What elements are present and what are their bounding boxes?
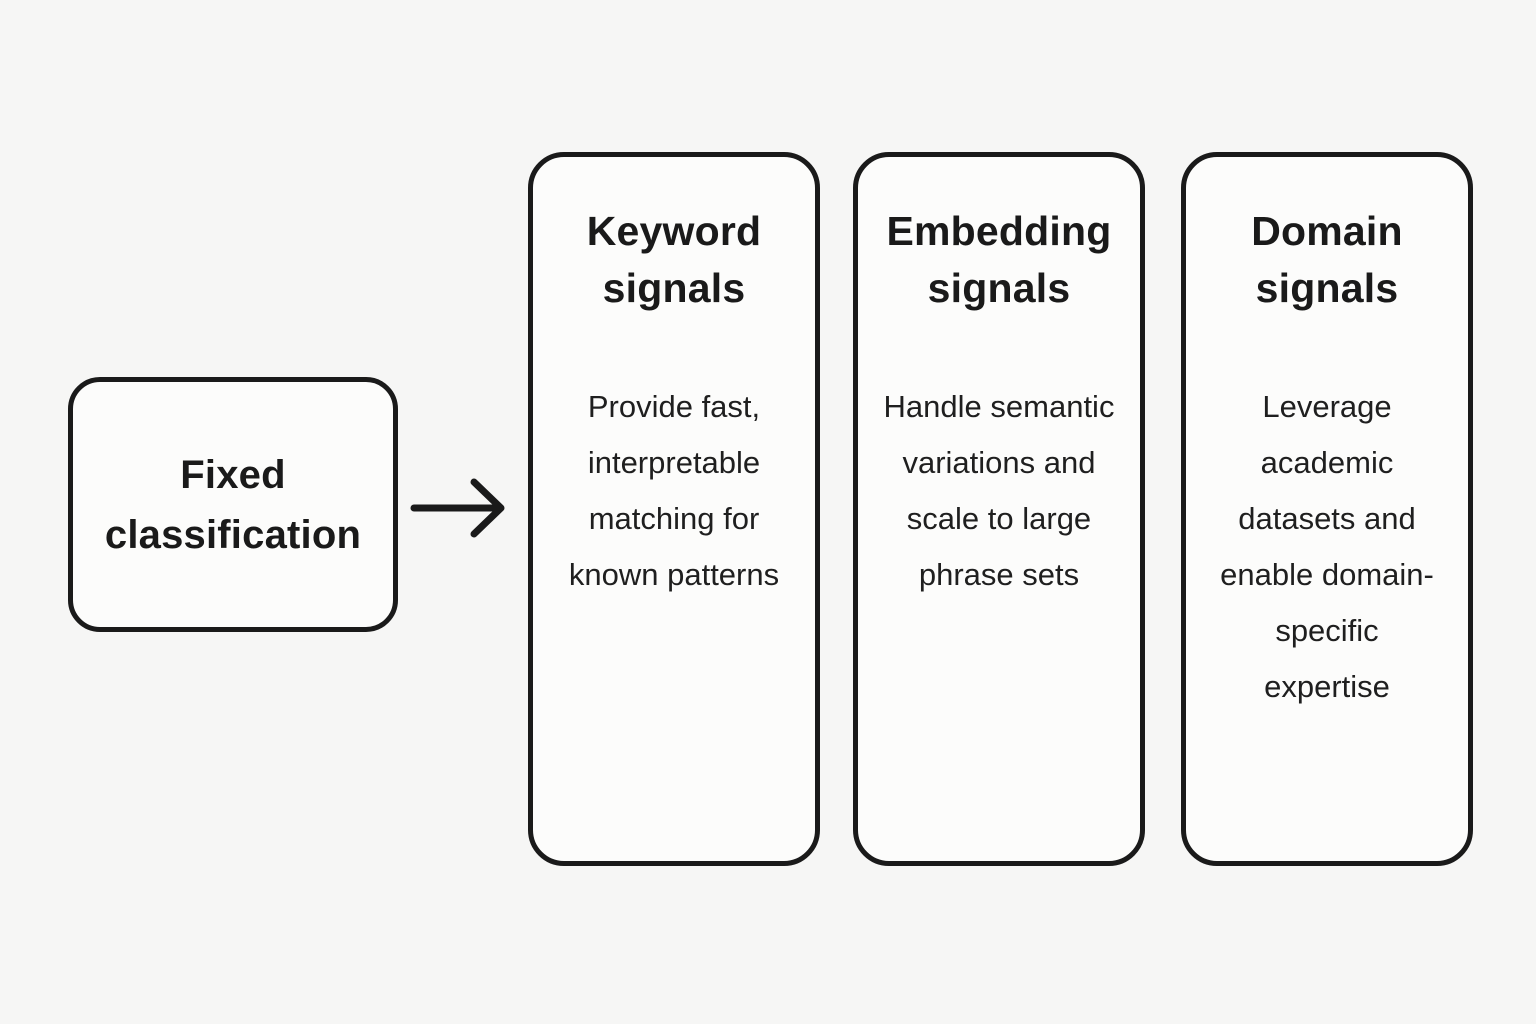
card-title: Keyword signals (586, 208, 762, 311)
fixed-classification-label: Fixed classification (104, 452, 362, 557)
signal-card-keyword: Keyword signals Provide fast, interpreta… (528, 152, 820, 866)
card-description: Leverage academic datasets and enable do… (1220, 389, 1434, 704)
card-title: Domain signals (1251, 208, 1403, 311)
card-description: Handle semantic variations and scale to … (883, 389, 1115, 592)
signal-card-domain: Domain signals Leverage academic dataset… (1181, 152, 1473, 866)
signal-card-embedding: Embedding signals Handle semantic variat… (853, 152, 1145, 866)
fixed-classification-box: Fixed classification (68, 377, 398, 632)
card-title: Embedding signals (886, 208, 1112, 311)
right-arrow-icon (408, 469, 510, 547)
card-description: Provide fast, interpretable matching for… (568, 389, 780, 592)
